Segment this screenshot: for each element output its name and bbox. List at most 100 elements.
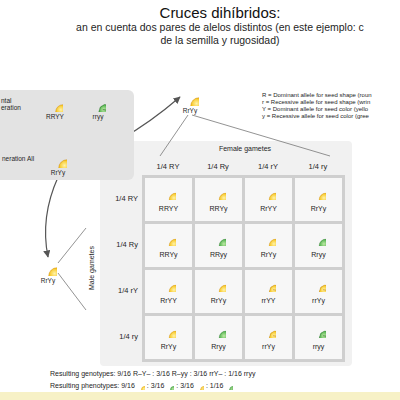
phenotype-fraction: : 1/16 (206, 382, 224, 390)
pea-icon (181, 88, 199, 106)
genotype-label: Rryy (211, 343, 225, 351)
subtitle: an en cuenta dos pares de alelos distint… (40, 21, 400, 33)
genotype-label: Rryy (311, 251, 325, 259)
subtitle: de la semilla y rugosidad) (40, 34, 400, 46)
punnett-cell: RRyy (195, 224, 242, 267)
pea-icon (137, 382, 145, 390)
punnett-cell: RRYy (145, 224, 192, 267)
genotype-label: RrYy (211, 297, 227, 305)
genotype-label: RRYy (209, 205, 227, 213)
gamete-header: 1/4 RY (143, 163, 193, 172)
genotype-label: RrYy (51, 169, 65, 176)
pea-icon (211, 231, 226, 246)
generation-panel: ntal eration neration All RRYY rryyRrYy (0, 90, 134, 180)
punnett-cell: RrYy (195, 270, 242, 313)
punnett-cell: rrYy (295, 270, 342, 313)
punnett-cell: rryy (295, 316, 342, 359)
pea-icon (161, 231, 176, 246)
punnett-cell: RrYY (145, 270, 192, 313)
gamete-header: 1/4 rY (243, 163, 293, 172)
pea-node: RRYY (46, 96, 64, 120)
phenotype-row: Resulting phenotypes: 9/16 : 3/16 : 3/16… (50, 382, 233, 390)
genotype-label: RRYy (159, 251, 177, 259)
phenotype-fraction: : 3/16 (147, 382, 165, 390)
punnett-cell: RrYy (245, 224, 292, 267)
punnett-grid (142, 175, 345, 362)
punnett-cell: Rryy (295, 224, 342, 267)
genotype-label: rryy (313, 343, 325, 351)
gamete-line (160, 115, 188, 156)
gamete-header: 1/4 Ry (193, 163, 243, 172)
genotype-label: RrYy (183, 107, 197, 114)
pea-icon (90, 96, 106, 112)
punnett-cell: rrYy (245, 316, 292, 359)
pea-icon (211, 277, 226, 292)
pea-icon (261, 185, 276, 200)
pea-icon (211, 323, 226, 338)
gamete-heading: Female gametes (195, 145, 295, 153)
pea-icon (49, 150, 67, 168)
pea-icon (39, 258, 57, 276)
genotype-label: RRyy (210, 251, 227, 259)
pea-icon (47, 96, 63, 112)
genotype-label: RRYY (159, 205, 178, 213)
pea-icon (161, 277, 176, 292)
gamete-line (58, 228, 86, 263)
genotype-label: RRYY (46, 113, 64, 120)
genotype-label: RrYY (160, 297, 177, 305)
generation-label: neration All (2, 155, 34, 162)
genotype-label: rrYy (312, 297, 325, 305)
allele-note: y = Recessive allele for seed color (gre… (262, 113, 369, 120)
genotype-label: RrYy (161, 343, 177, 351)
pea-icon (196, 382, 204, 390)
genotype-label: RrYY (260, 205, 277, 213)
punnett-cell: RrYy (295, 178, 342, 221)
genotype-label: rryy (93, 113, 104, 120)
bottom-strip (0, 392, 400, 400)
pea-node: rryy (90, 96, 106, 120)
allele-note: r = Recessive allele for seed shape (wri… (262, 99, 370, 106)
allele-note: Y = Dominant allele for seed color (yell… (262, 106, 368, 113)
punnett-cell: Rryy (195, 316, 242, 359)
gamete-header: 1/4 rY (98, 287, 138, 296)
genotype-label: RrYy (41, 277, 55, 284)
pea-icon (311, 231, 326, 246)
pea-icon (311, 323, 326, 338)
pea-icon (311, 277, 326, 292)
title: Cruces dihíbridos: (40, 4, 400, 21)
genotype-label: rrYy (262, 343, 275, 351)
punnett-cell: rrYY (245, 270, 292, 313)
arrow-connector (46, 177, 58, 257)
phenotype-fraction: Resulting phenotypes: 9/16 (50, 382, 135, 390)
pea-icon (261, 323, 276, 338)
gamete-header: 1/4 Ry (98, 241, 138, 250)
pea-icon (261, 231, 276, 246)
phenotype-fraction: : 3/16 (176, 382, 194, 390)
genotype-label: rrYY (262, 297, 276, 305)
pea-node: RrYy (181, 88, 199, 114)
pea-icon (211, 185, 226, 200)
genotype-label: RrYy (311, 205, 327, 213)
punnett-cell: RRYy (195, 178, 242, 221)
pea-icon (161, 185, 176, 200)
gamete-header: 1/4 RY (98, 195, 138, 204)
pea-node: RrYy (39, 258, 57, 284)
pea-icon (166, 382, 174, 390)
pea-icon (161, 323, 176, 338)
punnett-cell: RrYY (245, 178, 292, 221)
genotype-label: RrYy (261, 251, 277, 259)
pea-icon (261, 277, 276, 292)
punnett-cell: RrYy (145, 316, 192, 359)
allele-note: R = Dominant allele for seed shape (roun (262, 92, 372, 99)
generation-label: ntal eration (1, 97, 23, 112)
gamete-line (58, 273, 86, 310)
gamete-line (192, 115, 330, 156)
pea-node: RrYy (49, 150, 67, 176)
genotype-ratio: Resulting genotypes: 9/16 R–Y– : 3/16 R–… (50, 370, 255, 378)
gamete-header: 1/4 ry (293, 163, 343, 172)
gamete-heading: Male gametes (88, 238, 96, 298)
punnett-cell: RRYY (145, 178, 192, 221)
pea-icon (311, 185, 326, 200)
gamete-header: 1/4 ry (98, 333, 138, 342)
pea-icon (225, 382, 233, 390)
